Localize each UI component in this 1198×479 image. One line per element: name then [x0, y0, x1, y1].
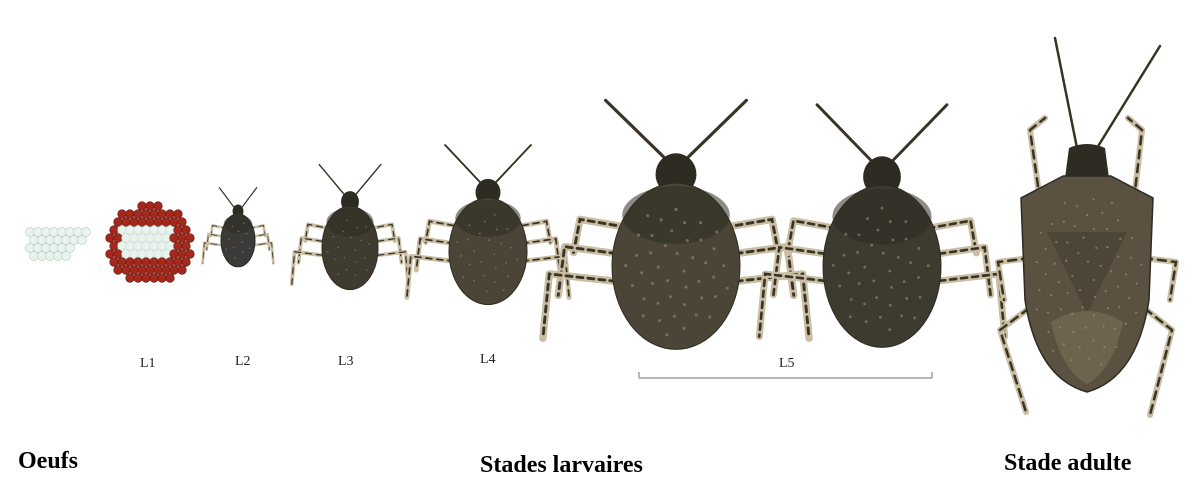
nymph-l4-illustration [407, 145, 569, 305]
stage-label-l2: L2 [235, 354, 251, 370]
nymph-l5-illustration [759, 105, 1004, 348]
nymph-l3-illustration [292, 165, 408, 290]
group-title-larval: Stades larvaires [480, 452, 643, 479]
hatching-egg-cluster-illustration [106, 202, 195, 283]
group-title-eggs: Oeufs [18, 448, 78, 475]
nymph-l2-illustration [203, 188, 274, 267]
l5-bracket [639, 372, 932, 378]
group-title-adult: Stade adulte [1004, 450, 1131, 477]
stage-label-l4: L4 [480, 352, 496, 368]
stage-label-l5: L5 [779, 356, 795, 372]
egg-cluster-illustration [25, 227, 90, 260]
adult-bug-illustration [998, 38, 1176, 415]
stage-label-l1: L1 [140, 356, 156, 372]
nymph-l5-illustration [543, 100, 809, 349]
stage-label-l3: L3 [338, 354, 354, 370]
